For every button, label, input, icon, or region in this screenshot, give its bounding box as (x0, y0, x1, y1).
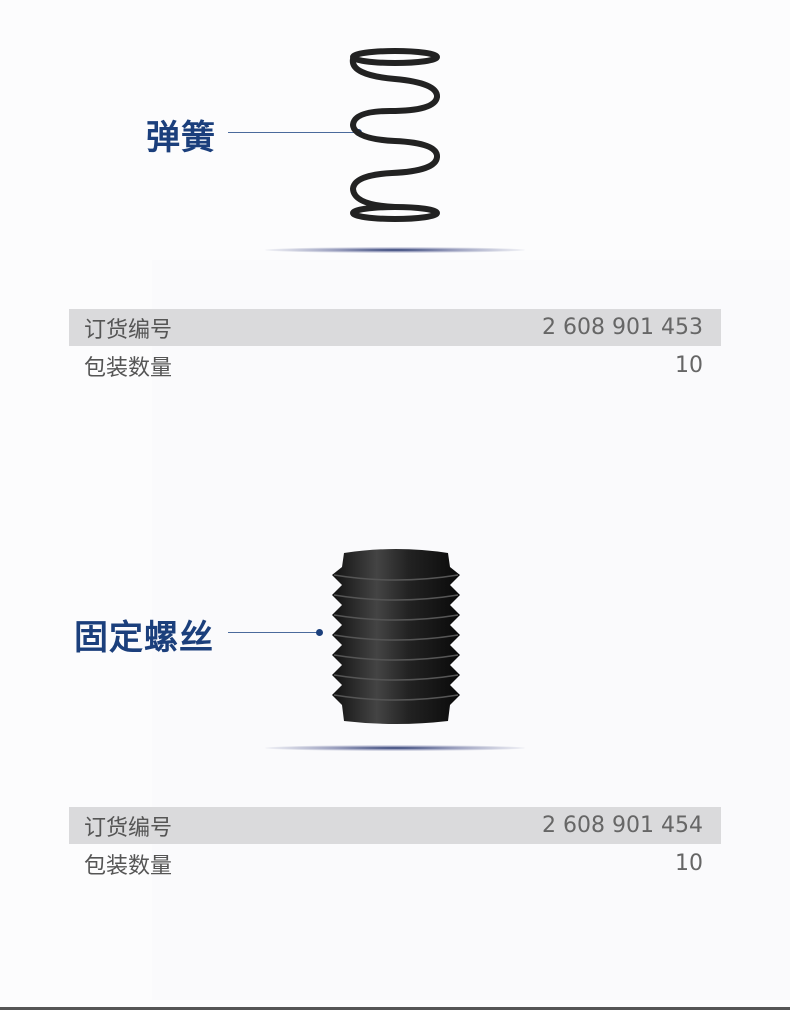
leader-dot (316, 629, 323, 636)
spec-value: 10 (675, 353, 703, 378)
spec-label: 订货编号 (84, 317, 173, 343)
spec-row-package-quantity: 包装数量 10 (69, 845, 721, 882)
spring-icon (349, 48, 440, 222)
background-panel (152, 260, 790, 1000)
spec-row-order-number: 订货编号 2 608 901 454 (69, 807, 721, 844)
product-name: 固定螺丝 (74, 618, 214, 658)
product-shadow (265, 745, 525, 751)
spec-label: 包装数量 (84, 853, 173, 879)
spec-row-package-quantity: 包装数量 10 (69, 347, 721, 384)
leader-line (228, 632, 320, 633)
product-shadow (265, 247, 525, 253)
spec-value: 2 608 901 454 (542, 813, 703, 838)
set-screw-icon (332, 549, 460, 724)
spec-value: 2 608 901 453 (542, 315, 703, 340)
spec-label: 订货编号 (84, 815, 173, 841)
leader-line (228, 132, 358, 133)
bottom-divider (0, 1007, 790, 1010)
spec-label: 包装数量 (84, 355, 173, 381)
spec-row-order-number: 订货编号 2 608 901 453 (69, 309, 721, 346)
spec-value: 10 (675, 851, 703, 876)
product-name: 弹簧 (146, 118, 216, 158)
